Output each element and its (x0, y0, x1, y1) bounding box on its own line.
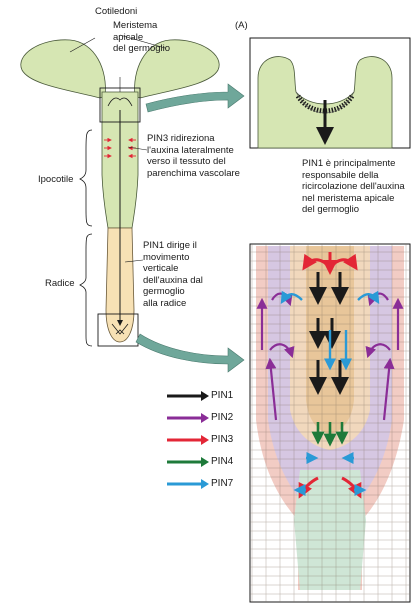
cotyledon-right (134, 39, 220, 99)
seedling (20, 39, 220, 347)
cotyledons-label: Cotiledoni (95, 6, 138, 17)
pointer-arrow-bottom (135, 333, 245, 373)
hypocotyl-label: Ipocotile (38, 174, 74, 185)
pin4-legend-arrow-icon (167, 457, 209, 467)
pin2-legend-arrow-icon (167, 413, 209, 423)
hypocotyl-bracket (79, 129, 93, 227)
pin1-meristem-note: PIN1 è principalmente responsabile della… (302, 158, 405, 215)
root-label: Radice (45, 278, 75, 289)
root-tip-box (97, 313, 139, 347)
root-bracket (79, 233, 93, 347)
pin1-legend-arrow-icon (167, 391, 209, 401)
legend-label: PIN4 (211, 456, 234, 467)
pin4-root-arrows (311, 422, 349, 447)
panel-letter: (A) (235, 20, 248, 31)
leader-lines (69, 34, 166, 263)
pointer-arrow-top (145, 83, 245, 113)
meristem-inset (249, 37, 411, 149)
cotyledon-left (20, 39, 106, 99)
pin2-root-arrows (256, 292, 404, 421)
root-tip-inset (249, 243, 411, 603)
legend-label: PIN2 (211, 412, 234, 423)
pin7-root-arrows (280, 290, 380, 496)
pin1-root-arrows (309, 272, 349, 395)
pin1-root-note: PIN1 dirige il movimento verticale dell'… (143, 240, 203, 309)
legend-label: PIN1 (211, 390, 234, 401)
legend-label: PIN7 (211, 478, 234, 489)
shoot-meristem-label: Meristema apicale del germoglio (113, 20, 171, 54)
pin3-legend-arrow-icon (167, 435, 209, 445)
pin3-note: PIN3 ridireziona l'auxina lateralmente v… (147, 133, 240, 179)
pin7-legend-arrow-icon (167, 479, 209, 489)
legend-label: PIN3 (211, 434, 234, 445)
